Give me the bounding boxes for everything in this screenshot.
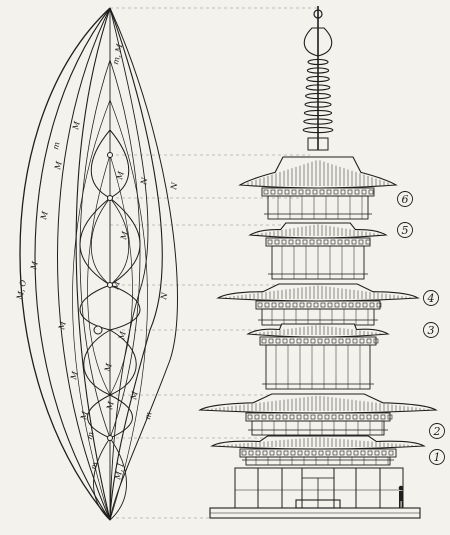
spire-ring xyxy=(305,84,331,91)
curve-label: N xyxy=(139,176,150,187)
vesica-curve-diagram xyxy=(19,7,178,521)
curve-label: M xyxy=(71,120,82,132)
spire-ring xyxy=(303,109,333,117)
roof-tier xyxy=(210,435,426,466)
curve-label: M xyxy=(111,280,122,292)
roof-tier xyxy=(216,283,420,326)
spire-ring xyxy=(305,92,331,100)
tier-label-6-text: 6 xyxy=(402,193,409,206)
roof-tier xyxy=(246,323,390,390)
tier-label-1: 1 xyxy=(429,449,445,465)
curve-label: M xyxy=(117,330,128,342)
curve-label: N xyxy=(169,181,180,192)
curve-label: M xyxy=(119,230,130,242)
tier-label-4-text: 4 xyxy=(427,292,435,305)
curve-label: M xyxy=(115,170,126,182)
spire xyxy=(303,6,333,150)
tier-label-4: 4 xyxy=(423,290,439,306)
curve-label: M xyxy=(103,362,114,374)
curve-label: N xyxy=(159,291,170,302)
ground-floor xyxy=(234,467,404,509)
spire-base xyxy=(307,137,329,151)
roof-tier xyxy=(238,156,398,220)
human-figure-icon xyxy=(398,485,404,508)
tier-label-2: 2 xyxy=(429,423,445,439)
roof-tier xyxy=(248,222,388,280)
curve-label: M xyxy=(79,410,90,422)
curve-label: m xyxy=(89,461,99,471)
curve-label: M xyxy=(105,400,116,412)
curve-label: M xyxy=(69,370,80,382)
curve-label: M xyxy=(39,210,50,222)
curve-label: M, O xyxy=(15,279,28,302)
roof-tier xyxy=(198,393,438,436)
finial-ring-icon xyxy=(313,9,323,19)
spire-ring xyxy=(304,101,332,108)
stone-plinth xyxy=(209,499,421,519)
tier-label-1-text: 1 xyxy=(434,451,441,464)
curve-label: m, M xyxy=(111,42,124,65)
curve-label: m xyxy=(143,411,153,421)
spire-ring xyxy=(303,118,333,125)
tier-label-5-text: 5 xyxy=(402,224,409,237)
curve-label: m xyxy=(51,141,61,151)
curve-label: M xyxy=(129,390,140,402)
curve-label: M xyxy=(29,260,40,272)
spire-rings xyxy=(302,58,334,151)
tier-label-5: 5 xyxy=(397,222,413,238)
pagoda-roofs xyxy=(198,156,438,466)
tier-label-6: 6 xyxy=(397,191,413,207)
tier-label-3-text: 3 xyxy=(428,324,435,337)
spire-ring xyxy=(306,67,330,74)
tier-labels: 6 5 4 3 2 1 xyxy=(397,191,445,465)
curve-label: m xyxy=(85,431,95,441)
curve-label: M, I xyxy=(113,462,126,482)
spire-ring xyxy=(306,75,330,83)
spire-ring xyxy=(307,58,329,66)
curve-label: M xyxy=(53,160,64,172)
curve-label: M xyxy=(57,320,68,332)
tier-label-3: 3 xyxy=(423,322,439,338)
pagoda-elevation xyxy=(198,6,438,519)
spire-ring xyxy=(302,126,334,134)
tier-label-2-text: 2 xyxy=(433,425,441,438)
